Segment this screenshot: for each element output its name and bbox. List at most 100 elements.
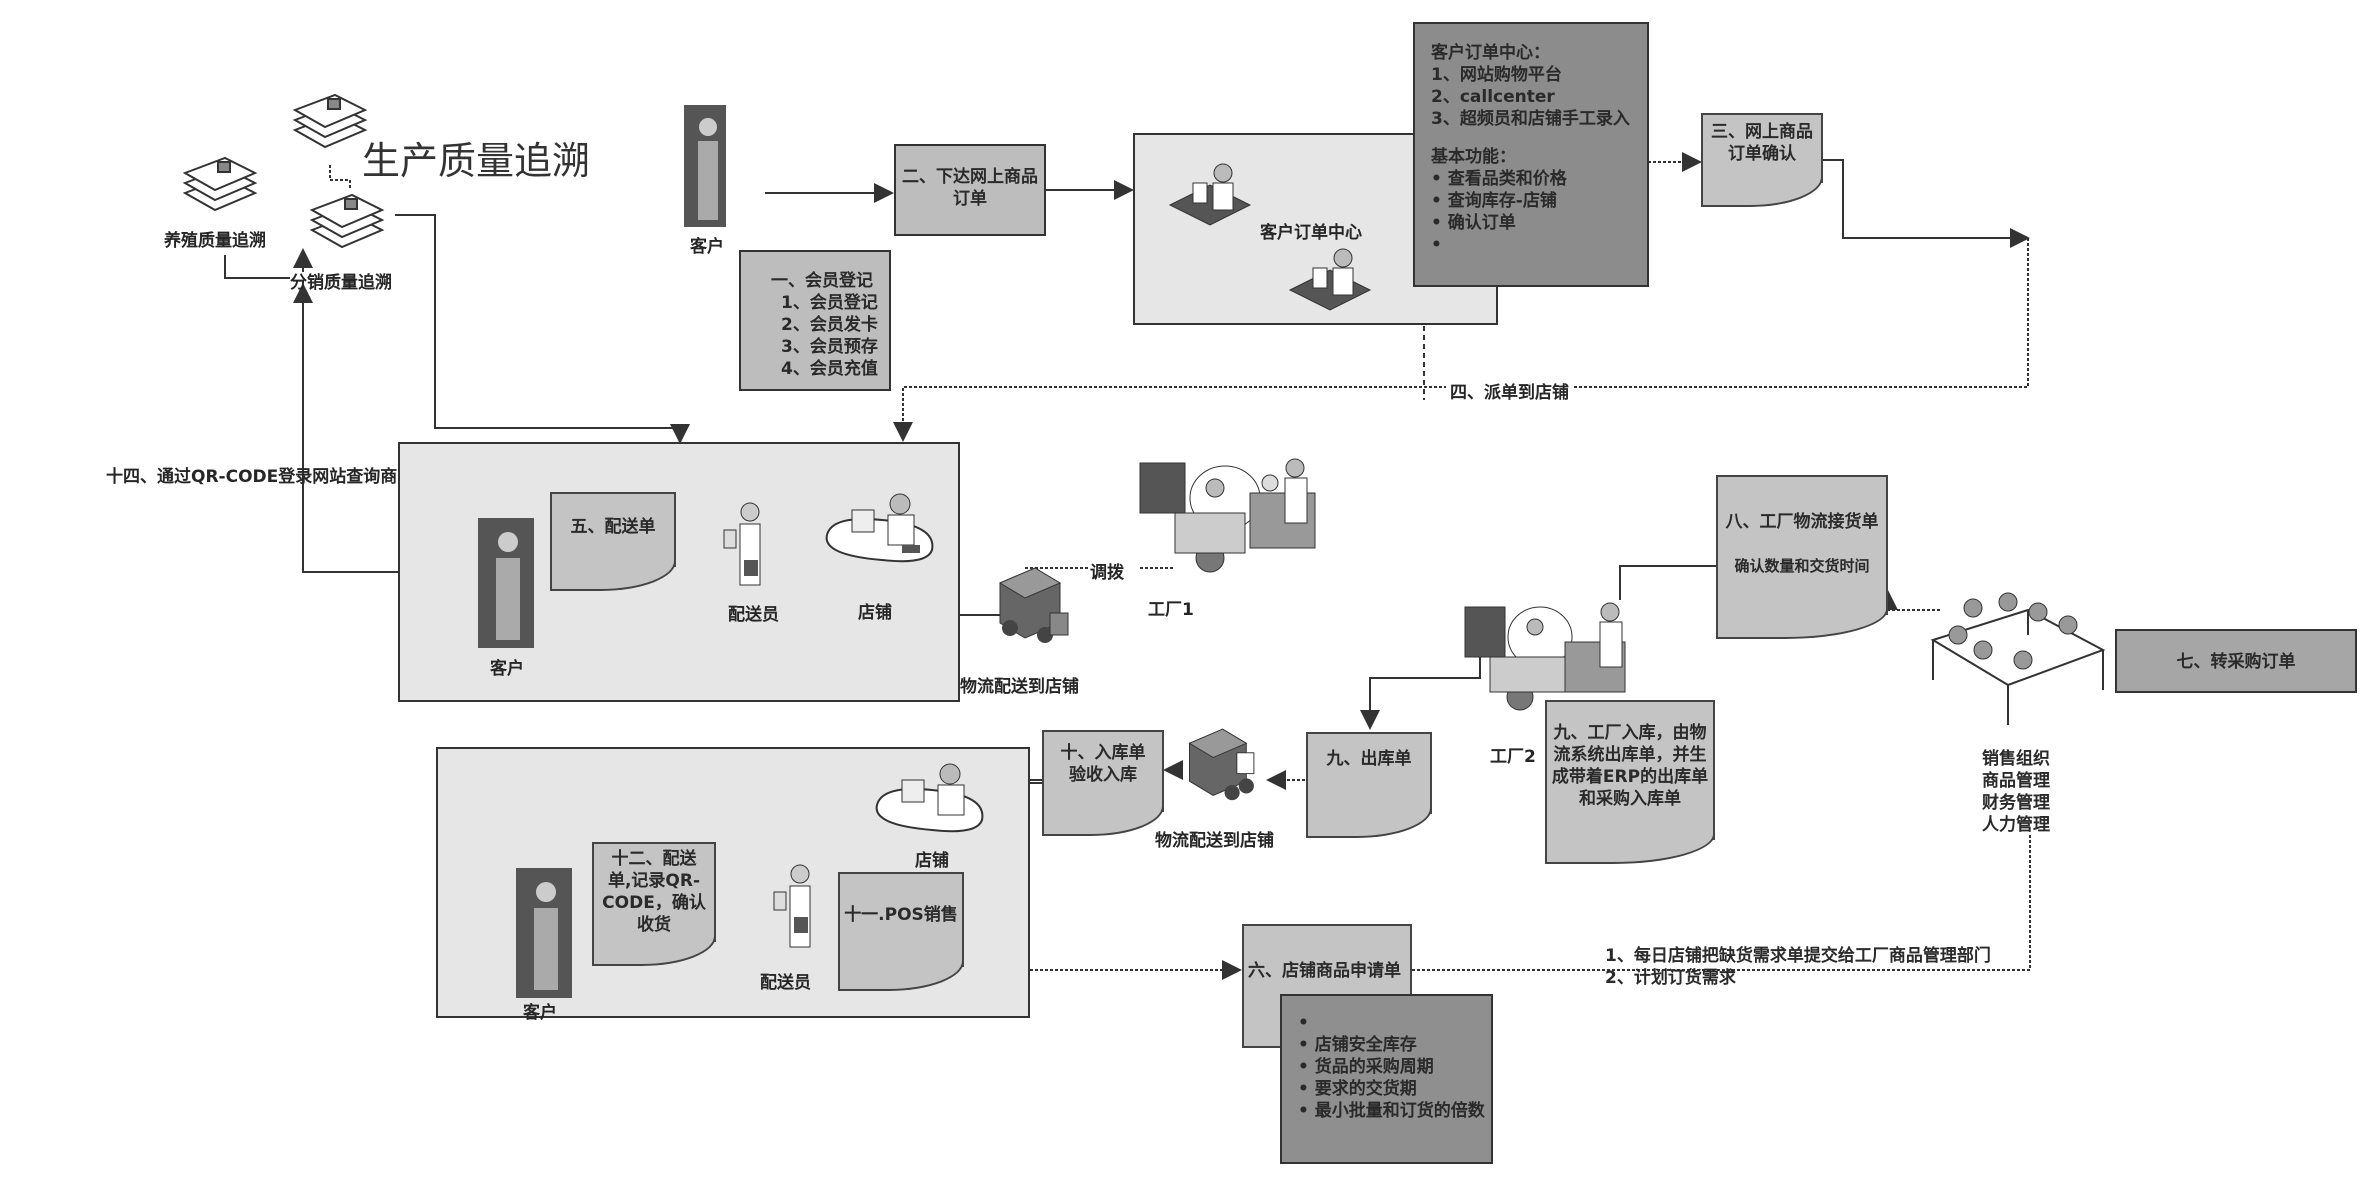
step11-doc: 十一.POS销售 — [838, 872, 964, 991]
operator-desk-icon — [1168, 163, 1252, 226]
meeting-table-icon — [1930, 592, 2106, 725]
step1-item: 1、会员登记 — [781, 293, 878, 313]
document-stack-icon-distribution — [309, 193, 385, 249]
step11-label: 十一.POS销售 — [844, 905, 958, 925]
step14-line — [293, 283, 398, 573]
step6-notes: 1、每日店铺把缺货需求单提交给工厂商品管理部门 2、计划订货需求 — [1605, 945, 1991, 989]
step1-item: 2、会员发卡 — [781, 315, 878, 335]
step1-title: 一、会员登记 — [771, 271, 873, 291]
step12-line: 单,记录QR- — [607, 871, 701, 891]
step6-label: 六、店铺商品申请单 — [1248, 961, 1401, 981]
department-item: 财务管理 — [1982, 793, 2050, 813]
step9-long-line: 九、工厂入库，由物 — [1553, 723, 1707, 743]
step6-list-item: • 货品的采购周期 — [1298, 1057, 1434, 1077]
customer-icon-store1 — [478, 518, 534, 648]
step9-long-line: 和采购入库单 — [1579, 789, 1681, 809]
distribution-trace-label: 分销质量追溯 — [290, 273, 392, 293]
document-stack-icon-breeding — [182, 156, 258, 212]
step7-box: 七、转采购订单 — [2115, 629, 2357, 693]
step12-doc: 十二、配送 单,记录QR- CODE，确认 收货 — [592, 842, 716, 966]
line-step6-to-departments — [1412, 835, 2031, 971]
order-function: • 查询库存-店铺 — [1431, 191, 1557, 211]
factory2-label: 工厂2 — [1490, 747, 1536, 767]
step9-out-label: 九、出库单 — [1326, 749, 1412, 769]
step12-line: CODE，确认 — [602, 893, 706, 913]
step6-list-item: • — [1298, 1013, 1309, 1033]
factory1-label: 工厂1 — [1148, 600, 1194, 620]
step2-line2: 订单 — [953, 189, 987, 209]
step6-list-item: • 要求的交货期 — [1298, 1079, 1417, 1099]
order-center-info-box: 客户订单中心： 1、网站购物平台 2、callcenter 3、超频员和店铺手工… — [1413, 22, 1649, 287]
step8-doc: 八、工厂物流接货单 确认数量和交货时间 — [1716, 475, 1888, 639]
document-stack-icon-production — [292, 93, 368, 149]
line-factory2-to-out — [1360, 655, 1481, 730]
department-item: 销售组织 — [1982, 749, 2050, 769]
step14-label: 十四、通过QR-CODE登录网站查询商品安全信息 — [106, 467, 483, 487]
store2-courier-label: 配送员 — [760, 973, 811, 993]
step6-list-item: • 最小批量和订货的倍数 — [1298, 1101, 1485, 1121]
order-channel: 3、超频员和店铺手工录入 — [1431, 109, 1630, 129]
line-meeting-to-step8 — [1878, 590, 1940, 611]
transfer-label: 调拨 — [1090, 563, 1124, 583]
store1-courier-label: 配送员 — [728, 605, 779, 625]
department-item: 人力管理 — [1982, 815, 2050, 835]
trace-line-to-store1 — [395, 214, 690, 444]
store2-customer-label: 客户 — [523, 1003, 557, 1023]
operator-desk-icon-2 — [1288, 248, 1372, 311]
logistics2-label: 物流配送到店铺 — [1155, 831, 1274, 851]
step9-out-doc: 九、出库单 — [1306, 732, 1432, 838]
step1-item: 4、会员充值 — [781, 359, 878, 379]
step2-line1: 二、下达网上商品 — [902, 167, 1038, 187]
order-channel: 2、callcenter — [1431, 87, 1555, 107]
trace-line-breeding — [224, 255, 290, 279]
step6-list-box: • • 店铺安全库存 • 货品的采购周期 • 要求的交货期 • 最小批量和订货的… — [1280, 994, 1493, 1164]
step6-note: 1、每日店铺把缺货需求单提交给工厂商品管理部门 — [1605, 946, 1991, 966]
factory2-icon — [1464, 602, 1626, 711]
courier-icon-store2 — [773, 864, 811, 948]
step8-line1: 八、工厂物流接货单 — [1725, 512, 1879, 532]
factory1-icon — [1139, 458, 1316, 573]
step10-line1: 十、入库单 — [1060, 743, 1146, 763]
customer-label-top: 客户 — [690, 237, 724, 257]
production-trace-title: 生产质量追溯 — [362, 139, 591, 183]
step3-doc: 三、网上商品 订单确认 — [1701, 113, 1823, 207]
step2-box: 二、下达网上商品 订单 — [894, 144, 1046, 236]
courier-icon-store1 — [723, 502, 761, 586]
logistics-van-icon-1 — [998, 567, 1069, 643]
customer-icon-top — [684, 105, 726, 227]
step7-label: 七、转采购订单 — [2176, 652, 2296, 672]
trace-line-production — [329, 165, 351, 190]
step10-doc: 十、入库单 验收入库 — [1042, 730, 1164, 836]
step10-line2: 验收入库 — [1069, 765, 1137, 785]
customer-icon-store2 — [516, 868, 572, 998]
store2-store-label: 店铺 — [915, 851, 949, 871]
line-step3-right — [1823, 159, 2030, 248]
order-function: • — [1431, 235, 1442, 255]
step8-line2: 确认数量和交货时间 — [1734, 557, 1870, 575]
store-desk-icon-store1 — [825, 493, 934, 563]
step6-list-item: • 店铺安全库存 — [1298, 1035, 1417, 1055]
order-center-label: 客户订单中心 — [1260, 223, 1362, 243]
order-center-info-title: 客户订单中心： — [1431, 43, 1550, 63]
step9-long-line: 成带着ERP的出库单 — [1551, 767, 1709, 787]
order-function: • 确认订单 — [1431, 213, 1516, 233]
line-factory2-to-step8 — [1619, 565, 1716, 600]
step12-line: 十二、配送 — [611, 849, 697, 869]
order-function: • 查看品类和价格 — [1431, 169, 1567, 189]
step6-note: 2、计划订货需求 — [1605, 968, 1736, 988]
step9-long-line: 流系统出库单，并生 — [1553, 745, 1707, 765]
step3-line1: 三、网上商品 — [1711, 122, 1813, 142]
order-channel: 1、网站购物平台 — [1431, 65, 1562, 85]
order-func-title: 基本功能： — [1431, 147, 1516, 167]
step9-long-doc: 九、工厂入库，由物 流系统出库单，并生 成带着ERP的出库单 和采购入库单 — [1545, 700, 1715, 864]
step4-label: 四、派单到店铺 — [1446, 378, 1573, 403]
step5-doc: 五、配送单 — [550, 492, 676, 591]
store-desk-icon-store2 — [875, 763, 984, 833]
department-item: 商品管理 — [1982, 771, 2050, 791]
store1-customer-label: 客户 — [490, 659, 524, 679]
breeding-trace-label: 养殖质量追溯 — [164, 231, 266, 251]
step12-line: 收货 — [637, 915, 671, 935]
step3-line2: 订单确认 — [1728, 144, 1796, 164]
step1-item: 3、会员预存 — [781, 337, 878, 357]
step5-label: 五、配送单 — [570, 517, 656, 537]
